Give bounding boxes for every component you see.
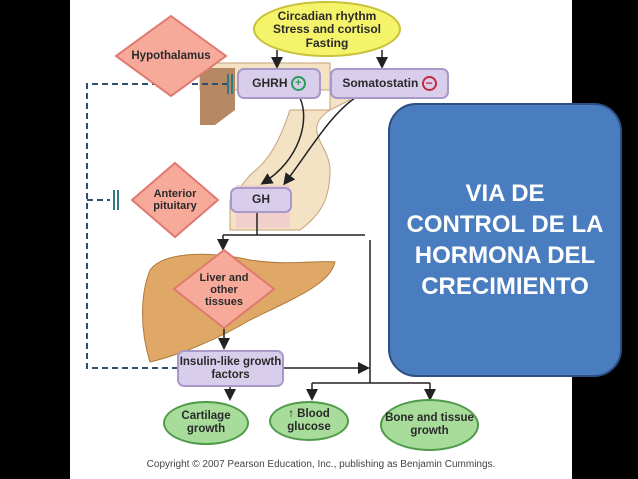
title-text: VIA DE CONTROL DE LA HORMONA DEL CRECIMI… [406, 179, 604, 301]
ghrh-box: GHRH + [237, 68, 321, 99]
hypothalamus-label: Hypothalamus [131, 49, 211, 62]
title-box: VIA DE CONTROL DE LA HORMONA DEL CRECIMI… [388, 103, 622, 377]
somatostatin-label: Somatostatin [342, 75, 419, 90]
somatostatin-box: Somatostatin − [330, 68, 449, 99]
liver-label: Liver and other tissues [199, 271, 249, 309]
input-fasting: Fasting [305, 35, 349, 50]
hypothalamus-diamond [114, 14, 228, 98]
hypothalamus-tissue [199, 62, 351, 231]
brain-section [200, 68, 235, 125]
input-circadian: Circadian rhythm [277, 9, 377, 24]
igf-box: Insulin-like growth factors [177, 350, 284, 387]
inputs-label: Circadian rhythm Stress and cortisol Fas… [254, 8, 400, 52]
anterior-pituitary-label: Anterior pituitary [153, 187, 197, 212]
cartilage-growth-oval: Cartilage growth [163, 401, 249, 445]
anterior-pituitary-diamond [130, 161, 220, 239]
bone-tissue-growth-oval: Bone and tissue growth [380, 399, 479, 451]
ghrh-label: GHRH [252, 75, 288, 90]
copyright: Copyright © 2007 Pearson Education, Inc.… [146, 459, 496, 470]
minus-icon: − [421, 76, 437, 91]
inputs-ellipse [253, 1, 401, 57]
blood-glucose-oval: ↑ Blood glucose [269, 401, 349, 441]
plus-icon: + [290, 76, 306, 91]
liver-diamond [172, 248, 276, 330]
gh-box: GH [230, 187, 292, 213]
arrows [217, 50, 436, 401]
input-stress: Stress and cortisol [272, 22, 382, 37]
inhibition-bars [113, 74, 233, 210]
